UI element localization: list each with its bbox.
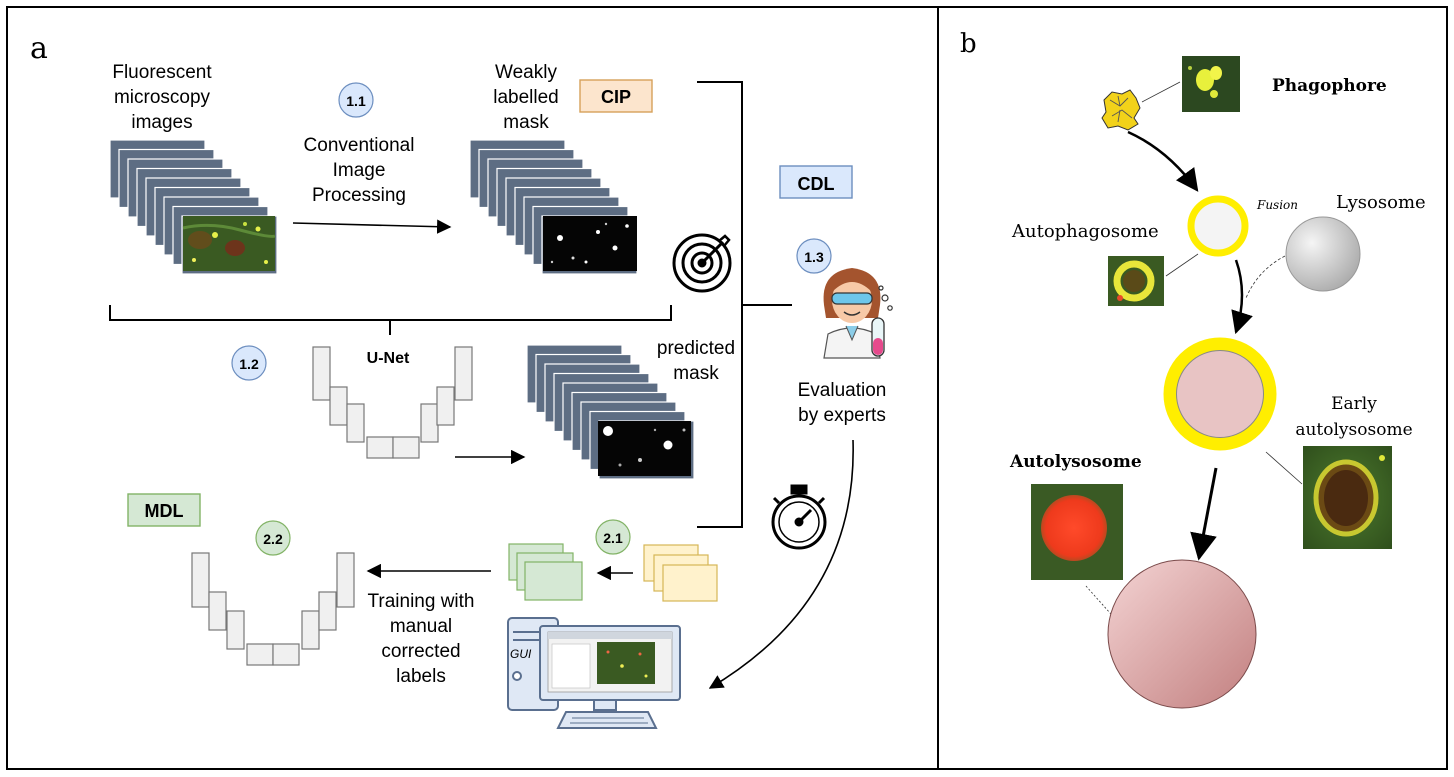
unet-block — [208, 591, 227, 631]
step-2-1-label: 2.1 — [603, 530, 623, 546]
training-line3: corrected — [381, 641, 460, 662]
fluorescent-image-thumbnail — [182, 216, 276, 271]
unet-block — [246, 643, 274, 666]
evaluation-line2: by experts — [798, 405, 886, 426]
unet-block — [366, 436, 394, 459]
conventional-line2: Image — [333, 160, 386, 181]
early-autolysosome-inner-ring — [1176, 350, 1264, 438]
unet-block — [392, 436, 420, 459]
unet-block — [436, 386, 455, 426]
conventional-line1: Conventional — [304, 135, 415, 156]
weak-mask-line3: mask — [503, 112, 549, 133]
unet-block — [454, 346, 473, 401]
early-label-line1: Early — [1331, 394, 1377, 414]
panel-b-frame — [937, 6, 1448, 770]
conventional-processing-label: Conventional Image Processing — [304, 135, 415, 206]
computer-icon — [507, 617, 681, 729]
step-1-3-label: 1.3 — [804, 249, 824, 265]
panel-b-letter: b — [960, 29, 977, 59]
target-icon — [672, 233, 732, 293]
autophagosome-circle — [1187, 195, 1249, 257]
predicted-mask-label: predicted mask — [657, 338, 735, 384]
early-autolysosome-pointer — [1265, 451, 1303, 485]
training-line2: manual — [390, 616, 452, 637]
step-1-3-badge: 1.3 — [796, 238, 832, 274]
arrow-to-early-autolysosome — [1231, 259, 1253, 335]
panel-a-letter: a — [30, 31, 48, 66]
unet-block — [318, 591, 337, 631]
unet-diagram-2 — [191, 552, 355, 666]
phagophore-label: Phagophore — [1272, 76, 1387, 96]
training-line4: labels — [396, 666, 446, 687]
mdl-tag: MDL — [127, 493, 201, 527]
training-line1: Training with — [367, 591, 474, 612]
phagophore-icon — [1101, 89, 1141, 131]
evaluation-line1: Evaluation — [798, 380, 887, 401]
fluorescent-images-label: Fluorescent microscopy images — [112, 62, 212, 133]
weak-mask-label: Weakly labelled mask — [493, 62, 559, 133]
yellow-label-stack — [643, 544, 718, 602]
unet-diagram — [312, 346, 473, 459]
fluorescent-label-line1: Fluorescent — [112, 62, 212, 83]
lysosome-dashed-link — [1245, 255, 1286, 299]
unet-label: U-Net — [367, 350, 410, 367]
predicted-mask-thumbnail — [598, 421, 691, 476]
cip-tag: CIP — [579, 79, 653, 113]
weak-mask-thumbnail — [543, 216, 637, 271]
unet-block — [336, 552, 355, 608]
autophagosome-pointer — [1165, 253, 1199, 277]
fluorescent-label-line2: microscopy — [114, 87, 211, 108]
stopwatch-icon — [771, 484, 827, 550]
autolysosome-label: Autolysosome — [1009, 452, 1142, 472]
lysosome-label: Lysosome — [1336, 192, 1426, 213]
early-autolysosome-label: Early autolysosome — [1295, 394, 1412, 440]
step-1-1-badge: 1.1 — [338, 82, 374, 118]
step-1-1-label: 1.1 — [346, 93, 366, 109]
cdl-tag: CDL — [779, 165, 853, 199]
unet-block — [301, 610, 320, 650]
evaluation-label: Evaluation by experts — [798, 380, 887, 426]
early-autolysosome-circle — [1163, 337, 1277, 451]
unet-block — [346, 403, 365, 443]
step-2-2-badge: 2.2 — [255, 520, 291, 556]
arrow-phagophore-to-autophagosome — [1127, 130, 1199, 192]
autolysosome-circle — [1107, 559, 1257, 709]
arrow-to-weak-mask — [292, 219, 452, 234]
unet-block — [272, 643, 300, 666]
weak-mask-line1: Weakly — [495, 62, 557, 83]
unet-block — [191, 552, 210, 608]
unet-block — [329, 386, 348, 426]
early-autolysosome-micrograph — [1303, 446, 1392, 549]
arrow-evaluation-to-gui — [708, 439, 854, 689]
lysosome-circle — [1285, 216, 1361, 292]
step-2-2-label: 2.2 — [263, 531, 283, 547]
autolysosome-micrograph — [1031, 484, 1123, 580]
cip-tag-label: CIP — [601, 87, 631, 107]
predicted-line2: mask — [673, 363, 719, 384]
workflow-bracket-lines — [109, 81, 792, 528]
green-label-stack — [508, 543, 583, 601]
unet-block — [420, 403, 439, 443]
predicted-line1: predicted — [657, 338, 735, 359]
step-1-2-label: 1.2 — [239, 356, 259, 372]
gui-label: GUI — [510, 647, 532, 661]
phagophore-micrograph — [1182, 56, 1240, 112]
early-label-line2: autolysosome — [1295, 420, 1412, 440]
training-label: Training with manual corrected labels — [367, 591, 474, 687]
arrow-to-autolysosome — [1190, 467, 1218, 561]
unet-block — [312, 346, 331, 401]
conventional-line3: Processing — [312, 185, 406, 206]
fluorescent-label-line3: images — [131, 112, 192, 133]
phagophore-pointer — [1141, 81, 1181, 103]
mdl-tag-label: MDL — [145, 501, 184, 521]
autophagosome-micrograph — [1108, 256, 1164, 306]
cdl-tag-label: CDL — [798, 174, 835, 194]
fusion-label: Fusion — [1256, 198, 1298, 212]
step-1-2-badge: 1.2 — [231, 345, 267, 381]
unet-block — [226, 610, 245, 650]
scientist-icon — [823, 268, 893, 359]
autophagosome-label: Autophagosome — [1011, 221, 1159, 242]
step-2-1-badge: 2.1 — [595, 519, 631, 555]
weak-mask-line2: labelled — [493, 87, 559, 108]
